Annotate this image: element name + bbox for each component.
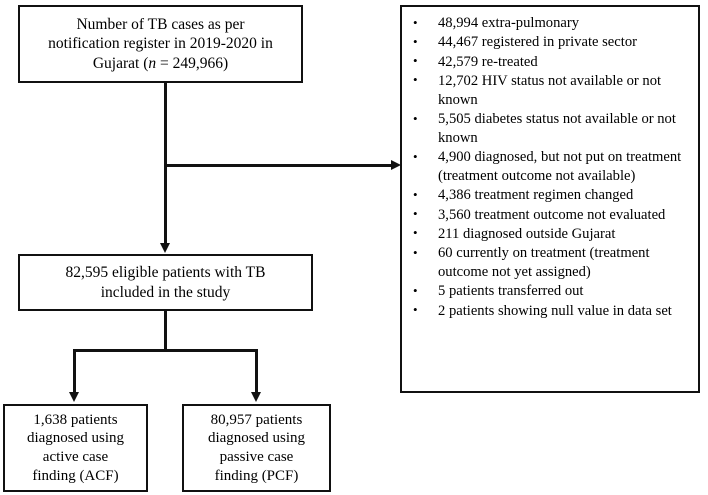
pcf-branch-line: [255, 349, 258, 393]
exclusion-list-item: 48,994 extra-pulmonary: [402, 14, 692, 33]
sample-size-symbol: n: [148, 54, 157, 72]
source-line-2: notification register in 2019-2020 in: [48, 35, 273, 53]
source-line-3-prefix: Gujarat (: [92, 54, 149, 72]
exclusion-list-item: 44,467 registered in private sector: [402, 33, 692, 52]
exclusion-connector-arrowhead: [391, 160, 401, 170]
exclusion-connector-line: [164, 164, 392, 167]
exclusion-reasons-box: 48,994 extra-pulmonary44,467 registered …: [400, 5, 700, 393]
source-line-3-suffix: = 249,966): [156, 54, 229, 72]
trunk-connector-line-lower: [164, 164, 167, 244]
trunk-connector-line: [164, 83, 167, 243]
exclusion-list-item: 12,702 HIV status not available or not k…: [402, 71, 692, 110]
exclusion-list-item: 4,386 treatment regimen changed: [402, 186, 692, 205]
pcf-arm-box: 80,957 patients diagnosed using passive …: [182, 404, 331, 492]
source-line-3: Gujarat (n = 249,966): [93, 55, 228, 72]
source-line-1: Number of TB cases as per: [76, 16, 245, 34]
acf-branch-line: [73, 349, 76, 393]
split-stem-line: [164, 311, 167, 351]
exclusion-reasons-list: 48,994 extra-pulmonary44,467 registered …: [402, 14, 692, 321]
exclusion-list-item: 5,505 diabetes status not available or n…: [402, 110, 692, 148]
exclusion-list-item: 211 diagnosed outside Gujarat: [402, 224, 692, 244]
exclusion-list-item: 3,560 treatment outcome not evaluated: [402, 205, 692, 225]
eligible-population-box: 82,595 eligible patients with TB include…: [18, 254, 313, 311]
pcf-branch-arrowhead: [251, 392, 261, 402]
eligible-population-text: 82,595 eligible patients with TB include…: [65, 264, 266, 301]
split-crossbar-line: [73, 349, 257, 352]
eligible-connector-arrowhead: [160, 243, 170, 253]
exclusion-list-item: 5 patients transferred out: [402, 282, 692, 301]
exclusion-list-item: 42,579 re-treated: [402, 52, 692, 72]
exclusion-list-item: 60 currently on treatment (treatment out…: [402, 244, 692, 282]
exclusion-list-item: 2 patients showing null value in data se…: [402, 301, 692, 321]
pcf-arm-text: 80,957 patients diagnosed using passive …: [207, 411, 306, 484]
exclusion-list-item: 4,900 diagnosed, but not put on treatmen…: [402, 148, 692, 186]
acf-arm-text: 1,638 patients diagnosed using active ca…: [26, 411, 125, 484]
acf-arm-box: 1,638 patients diagnosed using active ca…: [3, 404, 148, 492]
acf-branch-arrowhead: [69, 392, 79, 402]
